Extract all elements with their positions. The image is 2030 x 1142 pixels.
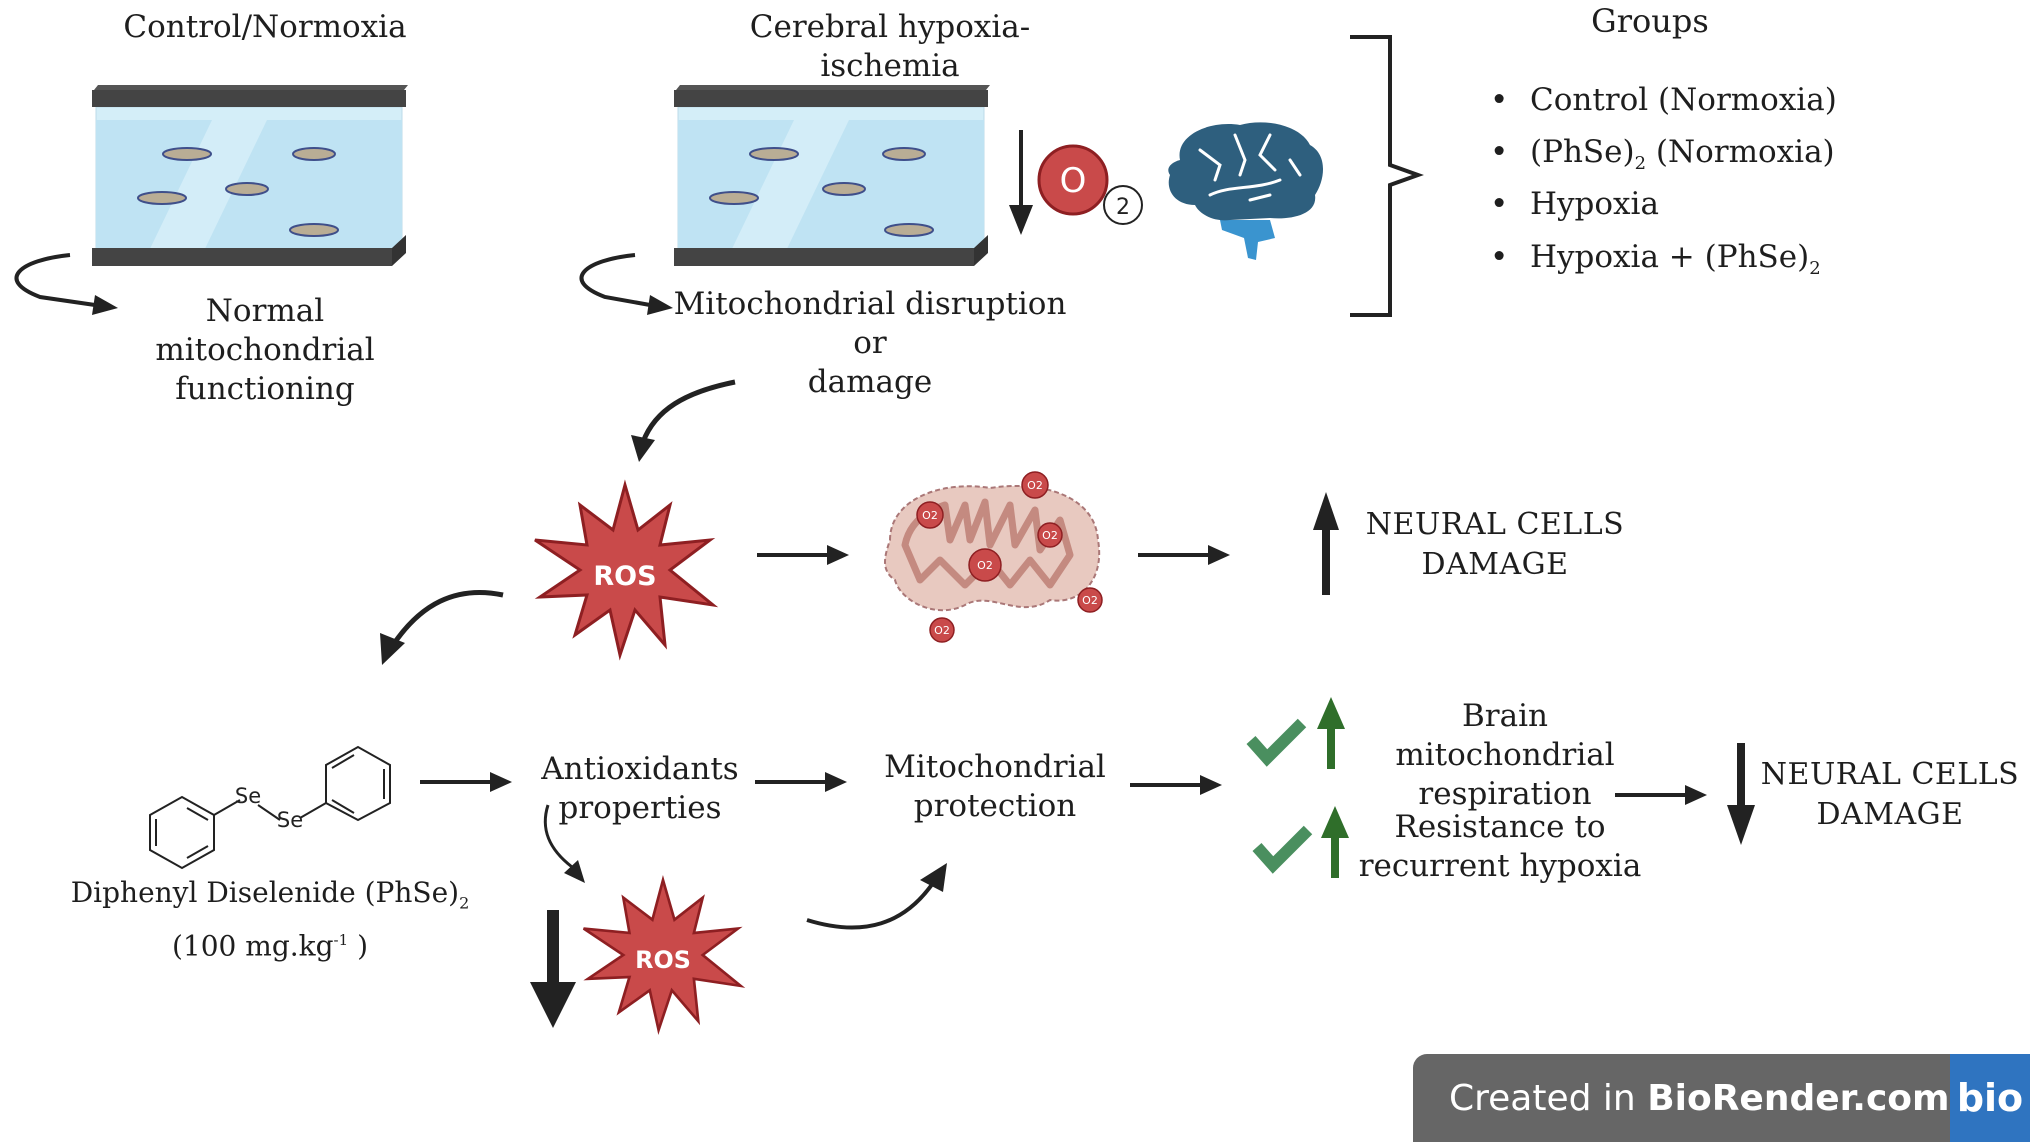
grouping-bracket [1350, 35, 1424, 317]
superoxide-label: O2 [1042, 529, 1058, 542]
hypoxia-outcome-line-2: damage [807, 364, 933, 400]
oxygen-molecule-icon: O 2 [1037, 144, 1143, 225]
benefit-line-1: Brain mitochondrial [1395, 698, 1615, 773]
protection-label: Mitochondrial protection [870, 748, 1120, 826]
outcome-line-2: DAMAGE [1816, 797, 1964, 832]
damage-outcome-decrease: NEURAL CELLS DAMAGE [1760, 755, 2020, 835]
brain-icon [1168, 122, 1324, 260]
oxygen-subscript: 2 [1116, 195, 1130, 220]
hypoxia-outcome-line-1: Mitochondrial disruption or [673, 286, 1067, 361]
biorender-watermark: Created in BioRender.com bio [1413, 1054, 2030, 1142]
benefit-line-2: respiration [1418, 776, 1592, 812]
selenium-atom-label: Se [277, 808, 303, 832]
right-arrow-icon [1138, 545, 1230, 565]
compound-label: Diphenyl Diselenide (PhSe)2 (100 mg.kg-1… [70, 875, 470, 964]
curved-arrow-icon [380, 589, 504, 665]
ros-label: ROS [593, 561, 656, 592]
control-outcome: Normal mitochondrial functioning [100, 292, 430, 409]
group-item: (PhSe)2 (Normoxia) [1490, 132, 1837, 184]
hypoxia-title: Cerebral hypoxia-ischemia [749, 9, 1031, 84]
superoxide-label: O2 [1027, 479, 1043, 492]
up-arrow-green-icon [1317, 697, 1345, 769]
up-arrow-green-icon [1321, 806, 1349, 878]
protection-line-2: protection [913, 788, 1077, 824]
ros-burst-icon: ROS [582, 875, 746, 1035]
curved-arrow-icon [806, 863, 947, 930]
outcome-line-1: NEURAL CELLS [1760, 757, 2020, 792]
damage-outcome-increase: NEURAL CELLS DAMAGE [1355, 505, 1635, 585]
up-arrow-icon [1313, 492, 1339, 595]
control-title: Control/Normoxia [123, 9, 407, 45]
superoxide-label: O2 [934, 624, 950, 637]
hypoxia-fish-tank [674, 85, 990, 266]
hypoxia-outcome: Mitochondrial disruption or damage [660, 285, 1080, 402]
group-item: Hypoxia + (PhSe)2 [1490, 237, 1837, 289]
damaged-mitochondrion-icon: O2 O2 O2 O2 O2 O2 [884, 471, 1103, 643]
benefit-line-2: recurrent hypoxia [1358, 848, 1642, 884]
compound-dose: (100 mg.kg-1 ) [172, 928, 368, 962]
down-arrow-icon [1009, 130, 1033, 235]
compound-name: Diphenyl Diselenide (PhSe)2 [70, 876, 470, 913]
selenium-atom-label: Se [235, 784, 261, 808]
curved-arrow-icon [631, 379, 736, 462]
control-outcome-line-1: Normal mitochondrial [155, 293, 375, 368]
control-fish-tank [92, 85, 408, 266]
curved-arrow-icon [543, 804, 585, 883]
right-arrow-icon [757, 545, 849, 565]
right-arrow-icon [755, 772, 847, 792]
antioxidant-line-1: Antioxidants [541, 751, 739, 787]
checkmark-icon [1252, 825, 1313, 874]
diphenyl-diselenide-structure: Se Se [149, 745, 391, 870]
ros-label: ROS [635, 946, 691, 974]
ros-burst-icon: ROS [534, 479, 719, 661]
benefit-respiration: Brain mitochondrial respiration [1350, 697, 1660, 814]
control-outcome-line-2: functioning [175, 371, 355, 407]
outcome-line-2: DAMAGE [1421, 547, 1569, 582]
outcome-line-1: NEURAL CELLS [1365, 507, 1625, 542]
groups-title: Groups [1591, 2, 1709, 40]
antioxidant-label: Antioxidants properties [525, 750, 755, 828]
group-item: Control (Normoxia) [1490, 80, 1837, 132]
superoxide-label: O2 [1082, 594, 1098, 607]
watermark-text: Created in BioRender.com [1449, 1077, 1950, 1119]
curved-arrow-icon [14, 253, 118, 315]
curved-arrow-icon [579, 253, 673, 315]
down-arrow-icon [1727, 743, 1755, 845]
superoxide-label: O2 [977, 559, 993, 572]
right-arrow-icon [420, 772, 512, 792]
right-arrow-icon [1615, 785, 1707, 805]
protection-line-1: Mitochondrial [884, 749, 1106, 785]
benefit-line-1: Resistance to [1394, 809, 1606, 845]
group-item: Hypoxia [1490, 184, 1837, 236]
antioxidant-line-2: properties [558, 790, 722, 826]
biorender-logo-icon: bio [1950, 1054, 2030, 1142]
benefit-resistance: Resistance to recurrent hypoxia [1355, 808, 1645, 886]
oxygen-symbol: O [1060, 161, 1087, 201]
fish-group [137, 147, 339, 237]
right-arrow-icon [1130, 775, 1222, 795]
groups-list: Control (Normoxia) (PhSe)2 (Normoxia) Hy… [1490, 80, 1837, 289]
fish-group [709, 147, 934, 237]
superoxide-label: O2 [922, 509, 938, 522]
checkmark-icon [1246, 718, 1307, 767]
down-arrow-icon [530, 910, 576, 1028]
